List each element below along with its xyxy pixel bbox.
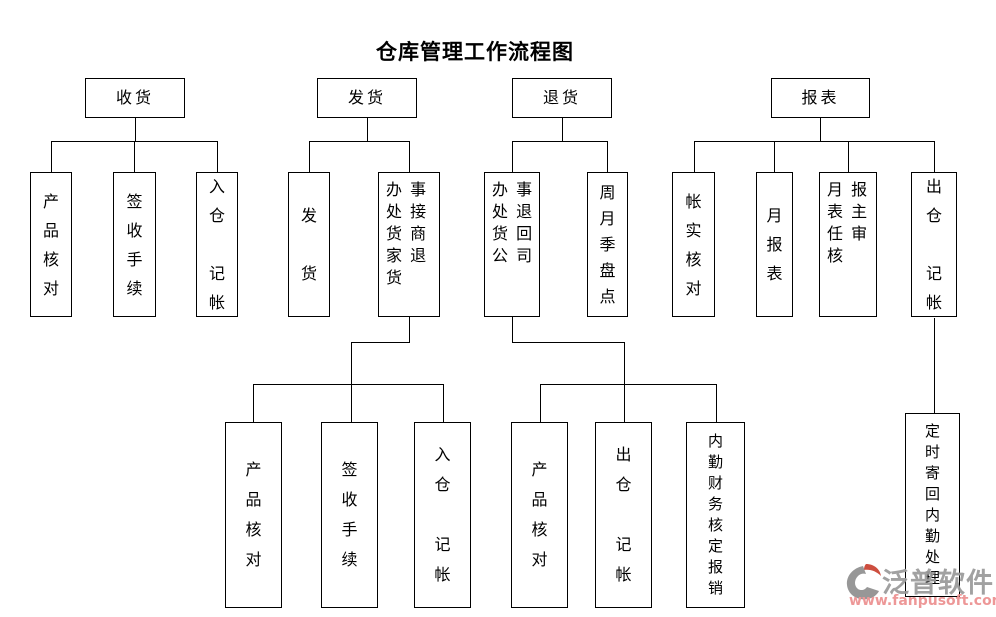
flow-node-office-return-to-company: 办 事 处 退 货 回 公 司	[484, 172, 540, 317]
connector-line	[351, 342, 352, 422]
flow-node-product-check-3: 产 品 核 对	[511, 422, 568, 608]
connector-line	[367, 118, 368, 141]
flow-node-inbound-entry-1: 入 仓 记 帐	[196, 172, 238, 317]
connector-line	[694, 141, 934, 142]
connector-line	[443, 384, 444, 422]
flow-node-shipping: 发货	[317, 78, 417, 118]
flow-node-account-reconciliation: 帐 实 核 对	[672, 172, 715, 317]
watermark-url: www.fanpusoft.com	[849, 593, 996, 609]
diagram-title: 仓库管理工作流程图	[376, 40, 574, 64]
connector-line	[512, 317, 513, 342]
connector-line	[624, 342, 625, 422]
connector-line	[253, 384, 254, 422]
flow-node-scheduled-mail-back-internal: 定 时 寄 回 内 勤 处 理	[905, 413, 960, 597]
flow-node-outbound-entry-2: 出 仓 记 帐	[595, 422, 652, 608]
connector-line	[409, 317, 410, 342]
connector-line	[253, 384, 444, 385]
connector-line	[217, 141, 218, 172]
flow-node-periodic-stocktake: 周 月 季 盘 点	[587, 172, 628, 317]
connector-line	[607, 141, 608, 172]
connector-line	[409, 141, 410, 172]
connector-line	[694, 141, 695, 172]
flow-node-office-pickup-merchant-return: 办 事 处 接 货 商 家 退 货	[378, 172, 440, 317]
connector-line	[134, 141, 135, 172]
watermark-brand: 泛普软件	[882, 568, 994, 599]
connector-line	[934, 318, 935, 413]
connector-line	[512, 141, 608, 142]
connector-line	[774, 141, 775, 172]
connector-line	[309, 141, 310, 172]
connector-line	[309, 141, 410, 142]
flow-node-reports: 报表	[771, 78, 870, 118]
watermark: 泛普软件 www.fanpusoft.com	[846, 561, 996, 615]
connector-line	[562, 118, 563, 141]
flow-node-ship-goods: 发 货	[288, 172, 330, 317]
connector-line	[540, 384, 541, 422]
flow-node-product-check-1: 产 品 核 对	[30, 172, 72, 317]
connector-line	[51, 141, 52, 172]
flow-node-signoff-1: 签 收 手 续	[113, 172, 156, 317]
connector-line	[135, 118, 136, 141]
connector-line	[351, 342, 410, 343]
connector-line	[848, 141, 849, 172]
connector-line	[540, 384, 717, 385]
fanpu-swoosh-icon	[846, 564, 881, 600]
flow-node-receiving: 收货	[85, 78, 185, 118]
flow-node-internal-finance-expense-approval: 内 勤 财 务 核 定 报 销	[686, 422, 745, 608]
flow-node-inbound-entry-2: 入 仓 记 帐	[414, 422, 471, 608]
flow-node-signoff-2: 签 收 手 续	[321, 422, 378, 608]
flow-node-report-director-review: 月 报 表 主 任 审 核	[819, 172, 877, 317]
connector-line	[512, 141, 513, 172]
connector-line	[820, 118, 821, 141]
flow-node-monthly-report: 月 报 表	[756, 172, 793, 317]
flow-node-product-check-2: 产 品 核 对	[225, 422, 282, 608]
flow-node-outbound-entry-1: 出 仓 记 帐	[911, 172, 957, 317]
connector-line	[934, 141, 935, 172]
connector-line	[716, 384, 717, 422]
connector-line	[512, 342, 625, 343]
flow-node-returns: 退货	[512, 78, 612, 118]
